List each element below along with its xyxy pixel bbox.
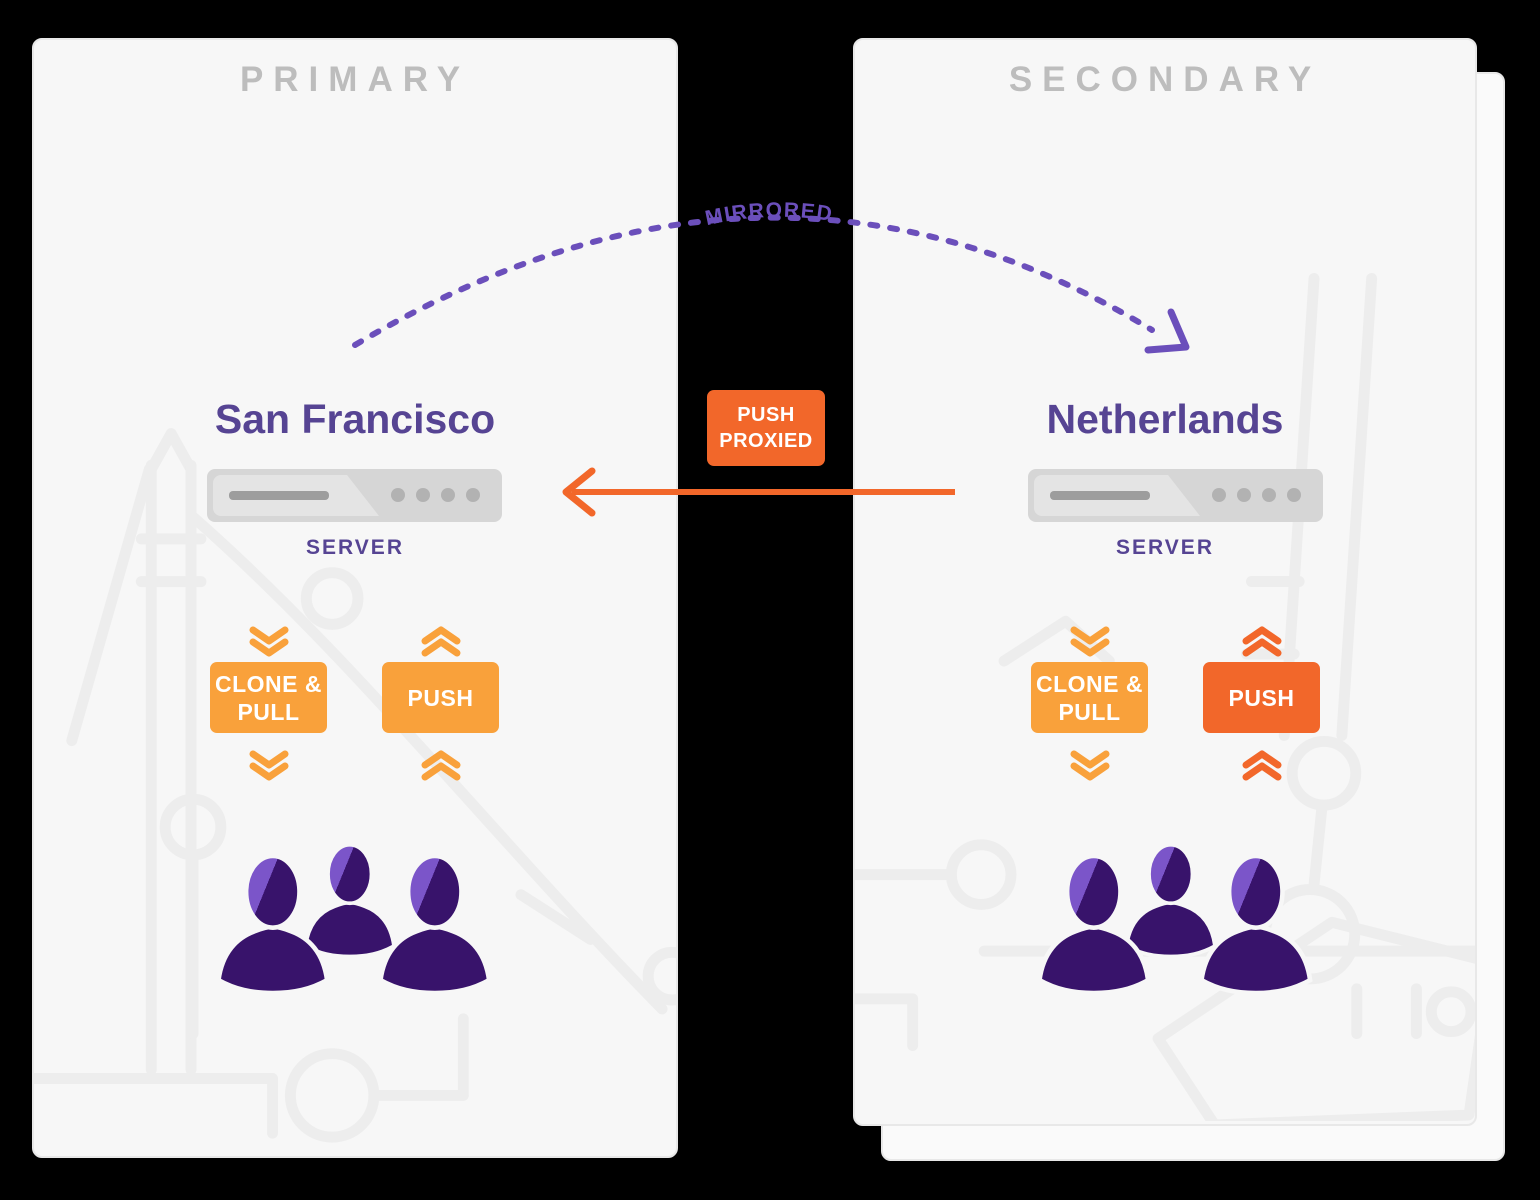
secondary-panel: SECONDARY Netherlands SERVER CLONE & PUL… (853, 38, 1477, 1126)
secondary-server-icon (1028, 469, 1323, 522)
secondary-server-label: SERVER (1116, 536, 1214, 559)
push-label: PUSH (1228, 684, 1295, 711)
primary-header: PRIMARY (239, 60, 471, 99)
primary-clone-pull-box: CLONE & PULL (210, 662, 327, 733)
push-proxied-label-line2: PROXIED (719, 430, 813, 452)
clone-pull-label-line2: PULL (1058, 698, 1121, 725)
secondary-header: SECONDARY (1008, 60, 1322, 99)
primary-push-box: PUSH (382, 662, 499, 733)
primary-panel: PRIMARY San Francisco SERVER CLONE & PUL… (32, 38, 678, 1158)
clone-pull-label-line2: PULL (237, 698, 300, 725)
push-proxied-badge: PUSH PROXIED (707, 390, 825, 466)
double-chevron-down-icon (249, 626, 289, 657)
primary-location-title: San Francisco (214, 396, 496, 442)
clone-pull-label-line1: CLONE & (1036, 670, 1143, 697)
double-chevron-up-icon (1242, 626, 1282, 657)
primary-server-label: SERVER (306, 536, 404, 559)
secondary-location-title: Netherlands (1046, 396, 1284, 442)
double-chevron-up-icon (1242, 750, 1282, 781)
primary-users-group-icon (205, 845, 505, 1013)
double-chevron-up-icon (421, 626, 461, 657)
secondary-users-group-icon (1026, 845, 1326, 1013)
secondary-clone-pull-box: CLONE & PULL (1031, 662, 1148, 733)
clone-pull-label-line1: CLONE & (215, 670, 322, 697)
double-chevron-up-icon (421, 750, 461, 781)
double-chevron-down-icon (249, 750, 289, 781)
secondary-push-box: PUSH (1203, 662, 1320, 733)
push-label: PUSH (407, 684, 474, 711)
push-proxied-label-line1: PUSH (737, 404, 795, 426)
double-chevron-down-icon (1070, 626, 1110, 657)
mirrored-label: MIRRORED (703, 199, 835, 230)
double-chevron-down-icon (1070, 750, 1110, 781)
primary-server-icon (207, 469, 502, 522)
